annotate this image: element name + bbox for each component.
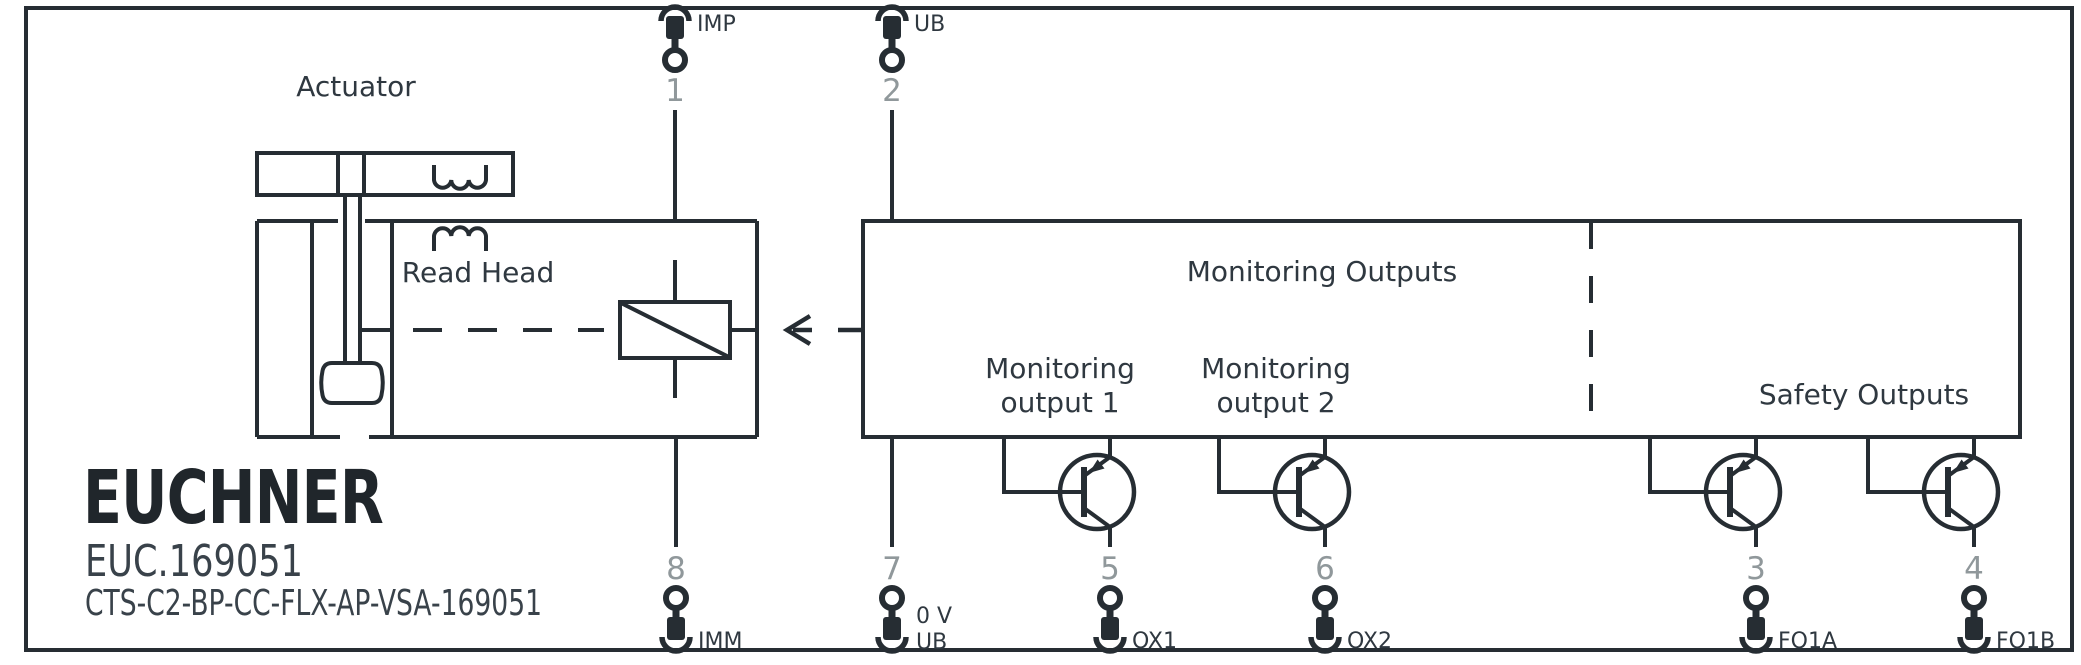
read-head-box: Read Head (255, 219, 759, 439)
diagram-frame (24, 6, 2074, 652)
transistor-ox1-icon (1004, 437, 1134, 547)
read-head-coil-icon (432, 225, 488, 251)
terminal-signal: FO1B (1996, 629, 2055, 654)
terminal-signal: OX2 (1347, 629, 1392, 654)
arrow-head (782, 314, 812, 346)
terminal-number: 4 (1964, 551, 1984, 587)
terminal-2-ub: UB 2 (878, 7, 945, 221)
monitoring-output-2-line1: Monitoring (1201, 352, 1351, 385)
terminal-number: 6 (1315, 551, 1335, 587)
relay-diagonal (620, 301, 730, 359)
plug-icon (1096, 588, 1124, 651)
terminal-4-fo1b: 4 FO1B (1960, 551, 2055, 654)
terminal-signal: OX1 (1132, 629, 1177, 654)
actuator-rod (343, 195, 362, 364)
plug-icon (878, 588, 906, 651)
terminal-8-imm: 8 IMM (662, 437, 742, 654)
plug-icon (1960, 588, 1988, 651)
terminal-number: 3 (1746, 551, 1766, 587)
outputs-box-outline (861, 219, 2022, 439)
monitoring-outputs-title: Monitoring Outputs (1187, 255, 1457, 288)
order-code: EUC.169051 (85, 536, 303, 587)
plug-icon (661, 7, 689, 70)
monitoring-output-1-line1: Monitoring (985, 352, 1135, 385)
terminal-1-imp: IMP 1 (661, 7, 736, 221)
terminal-5-ox1: 5 OX1 (1096, 551, 1177, 654)
actuator-bar (255, 151, 515, 197)
plug-icon (1742, 588, 1770, 651)
terminal-number: 1 (665, 73, 685, 109)
actuator-coil-icon (432, 165, 488, 191)
terminal-number: 5 (1100, 551, 1120, 587)
terminal-7-0v-ub: 7 0 V UB (878, 437, 952, 655)
terminal-number: 8 (666, 551, 686, 587)
terminal-signal: IMM (698, 629, 742, 654)
signal-arrow (782, 314, 863, 346)
plug-icon (878, 7, 906, 70)
actuator-bar-dividers (336, 153, 366, 195)
transistor-ox2-icon (1219, 437, 1349, 547)
transistor-fo1b-icon (1868, 437, 1998, 547)
actuator-label: Actuator (296, 70, 416, 103)
terminal-number: 2 (882, 73, 902, 109)
monitoring-output-2-line2: output 2 (1216, 386, 1335, 419)
terminal-6-ox2: 6 OX2 (1311, 551, 1392, 654)
monitoring-output-1-line2: output 1 (1000, 386, 1119, 419)
transistor-fo1a-icon (1650, 437, 1780, 547)
terminal-number: 7 (882, 551, 902, 587)
terminal-3-fo1a: 3 FO1A (1742, 551, 1837, 654)
plug-icon (1311, 588, 1339, 651)
read-head-label: Read Head (402, 256, 554, 289)
actuator-tip (319, 361, 385, 405)
safety-outputs-title: Safety Outputs (1759, 378, 1969, 411)
terminal-signal: FO1A (1778, 629, 1837, 654)
euchner-logo: EUCHNER (83, 455, 383, 541)
terminal-signal: IMP (697, 12, 736, 37)
actuator-symbol: Actuator (255, 70, 515, 405)
brand-block: EUCHNER EUC.169051 CTS-C2-BP-CC-FLX-AP-V… (83, 455, 542, 624)
plug-icon (662, 588, 690, 651)
terminal-signal-2: UB (916, 630, 947, 655)
type-code: CTS-C2-BP-CC-FLX-AP-VSA-169051 (85, 583, 542, 624)
outputs-box: Monitoring Outputs Monitoring output 1 M… (861, 219, 2022, 439)
terminal-signal: UB (914, 12, 945, 37)
terminal-signal: 0 V (916, 604, 952, 629)
